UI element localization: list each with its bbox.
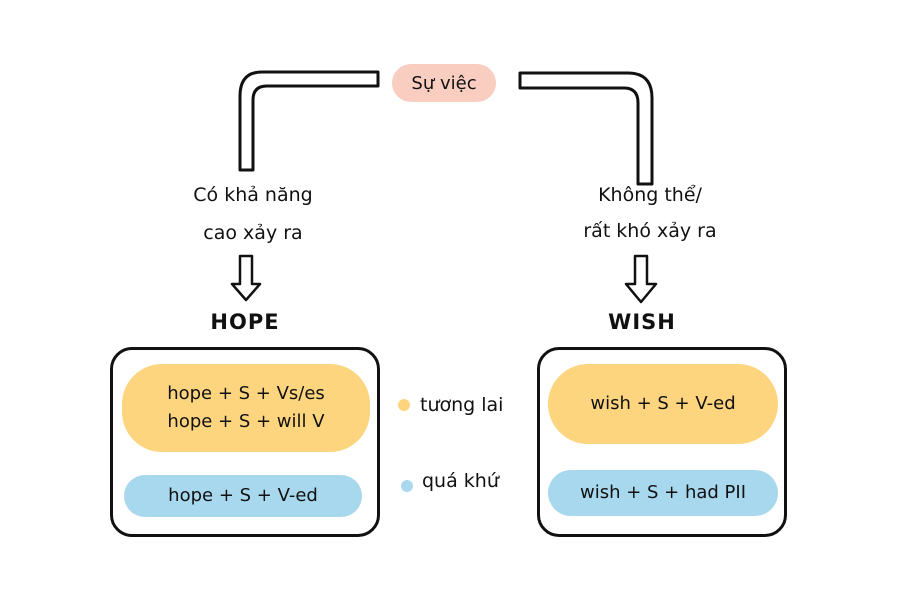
wish-box (537, 347, 787, 537)
hope-future-formula-2: hope + S + will V (167, 411, 325, 432)
hope-past-formula: hope + S + V-ed (168, 485, 318, 507)
root-event-pill: Sự việc (392, 64, 496, 102)
hope-future-formula-1: hope + S + Vs/es (167, 383, 325, 405)
legend-future-dot (398, 399, 410, 411)
wish-future-formula: wish + S + V-ed (590, 393, 736, 415)
root-label: Sự việc (411, 72, 477, 94)
wish-future-blob: wish + S + V-ed (548, 364, 778, 444)
right-condition-line1: Không thể/ (598, 184, 702, 206)
left-condition-line2: cao xảy ra (203, 222, 303, 244)
hope-past-blob: hope + S + V-ed (124, 475, 362, 517)
right-down-arrow (624, 254, 658, 304)
left-condition-line1: Có khả năng (193, 184, 313, 206)
legend-past-label: quá khứ (422, 470, 499, 492)
hope-box (110, 347, 380, 537)
right-condition-line2: rất khó xảy ra (583, 220, 717, 242)
wish-past-blob: wish + S + had PII (548, 470, 778, 516)
hope-future-blob: hope + S + Vs/es hope + S + will V (122, 364, 370, 452)
hope-title: HOPE (210, 310, 280, 334)
wish-title: WISH (608, 310, 676, 334)
wish-past-formula: wish + S + had PII (579, 482, 747, 504)
legend-future-label: tương lai (420, 394, 504, 416)
legend-past-dot (401, 480, 413, 492)
right-bent-connector (518, 71, 654, 186)
left-down-arrow (230, 254, 262, 302)
left-bent-connector (238, 70, 380, 172)
